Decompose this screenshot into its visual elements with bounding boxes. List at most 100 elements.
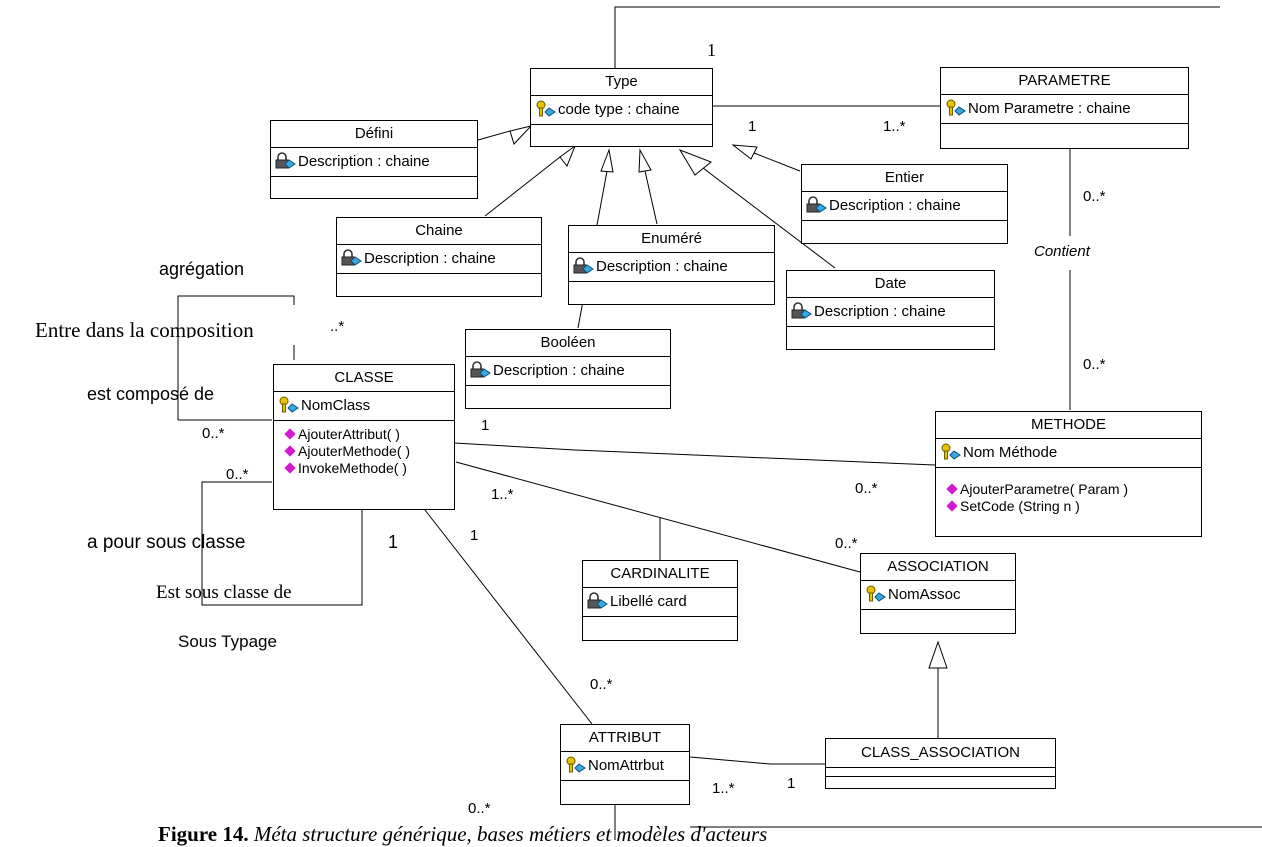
lock-icon [341, 249, 362, 266]
class-parametre-name: PARAMETRE [941, 68, 1188, 95]
lock-icon [791, 302, 812, 319]
class-cardinalite-attr: Libellé card [610, 592, 687, 610]
class-association: ASSOCIATION NomAssoc [860, 553, 1016, 634]
class-booleen-attrs: Description : chaine [466, 357, 670, 386]
class-entier-name: Entier [802, 165, 1007, 192]
label-est-sous-classe: Est sous classe de [156, 582, 292, 600]
classe-op-ajouter-attribut: AjouterAttribut( ) [298, 425, 400, 442]
class-cardinalite: CARDINALITE Libellé card [582, 560, 738, 641]
label-type-top-mult: 1 [707, 40, 716, 60]
lock-icon [573, 257, 594, 274]
label-compose-mult: 0..* [202, 425, 225, 442]
class-defini-name: Défini [271, 121, 477, 148]
class-enumere: Enuméré Description : chaine [568, 225, 775, 305]
label-sous-one: 1 [388, 532, 399, 552]
class-methode-attr: Nom Méthode [963, 443, 1058, 461]
class-classe-attr: NomClass [301, 396, 371, 414]
class-parametre-attrs: Nom Parametre : chaine [941, 95, 1188, 124]
class-date-name: Date [787, 271, 994, 298]
label-attr-ca-one: 1 [787, 775, 796, 792]
class-entier-attr: Description : chaine [829, 196, 961, 214]
label-entre-mult: ..* [330, 318, 345, 335]
methode-op-set-code: SetCode (String n ) [960, 497, 1080, 514]
gen-arrow-booleen [600, 148, 614, 173]
label-contient: Contient [1034, 243, 1090, 260]
lock-icon [275, 152, 296, 169]
lock-icon [470, 361, 491, 378]
class-association-name: ASSOCIATION [861, 554, 1015, 581]
figure-number: Figure 14. [158, 822, 249, 846]
class-chaine: Chaine Description : chaine [336, 217, 542, 297]
label-sous-mult: 0..* [226, 466, 249, 483]
key-icon [279, 396, 299, 413]
enumere-gen-line [644, 170, 658, 225]
entier-gen-line [753, 152, 801, 172]
class-booleen-name: Booléen [466, 330, 670, 357]
class-attribut: ATTRIBUT NomAttrbut [560, 724, 690, 805]
class-methode-attrs: Nom Méthode [936, 439, 1201, 468]
class-cardinalite-attrs: Libellé card [583, 588, 737, 617]
class-defini-attrs: Description : chaine [271, 148, 477, 177]
gen-arrow-defini [509, 125, 533, 145]
label-classe-attr-many: 0..* [590, 676, 613, 693]
class-date: Date Description : chaine [786, 270, 995, 350]
class-chaine-name: Chaine [337, 218, 541, 245]
chaine-gen-line [484, 156, 561, 217]
class-classe-ops: AjouterAttribut( ) AjouterMethode( ) Inv… [274, 421, 454, 476]
class-attribut-name: ATTRIBUT [561, 725, 689, 752]
method-icon [284, 444, 296, 457]
lock-icon [587, 592, 608, 609]
class-type-name: Type [531, 69, 712, 96]
methode-op-ajouter-parametre: AjouterParametre( Param ) [960, 480, 1129, 497]
agregation-loop-top [177, 295, 295, 420]
method-icon [284, 461, 296, 474]
class-type-attrs: code type : chaine [531, 96, 712, 125]
class-date-attrs: Description : chaine [787, 298, 994, 327]
label-attr-ca-many: 1..* [712, 780, 735, 797]
type-recursive-link [614, 6, 1220, 68]
class-date-attr: Description : chaine [814, 302, 946, 320]
class-classe: CLASSE NomClass AjouterAttribut( ) Ajout… [273, 364, 455, 510]
lock-icon [806, 196, 827, 213]
class-chaine-attrs: Description : chaine [337, 245, 541, 274]
class-type-attr: code type : chaine [558, 100, 680, 118]
class-methode: METHODE Nom Méthode AjouterParametre( Pa… [935, 411, 1202, 537]
class-enumere-attr: Description : chaine [596, 257, 728, 275]
class-class-association-name: CLASS_ASSOCIATION [826, 739, 1055, 768]
gen-arrow-date [678, 149, 712, 176]
class-cardinalite-name: CARDINALITE [583, 561, 737, 588]
key-icon [941, 443, 961, 460]
key-icon [566, 756, 586, 773]
figure-title: Méta structure générique, bases métiers … [253, 822, 768, 846]
classe-op-ajouter-methode: AjouterMethode( ) [298, 442, 411, 459]
class-classe-attrs: NomClass [274, 392, 454, 421]
class-association-attrs: NomAssoc [861, 581, 1015, 610]
label-agregation: agrégation [159, 259, 245, 279]
class-methode-ops: AjouterParametre( Param ) SetCode (Strin… [936, 468, 1201, 514]
figure-caption: Figure 14. Méta structure générique, bas… [158, 822, 767, 847]
label-entre-composition: Entre dans la composition [35, 318, 254, 338]
label-classe-attr-one: 1 [470, 527, 479, 544]
class-defini-attr: Description : chaine [298, 152, 430, 170]
label-param-mult: 0..* [1083, 188, 1106, 205]
label-a-pour-sous-classe: a pour sous classe [87, 532, 246, 553]
key-icon [866, 585, 886, 602]
class-type: Type code type : chaine [530, 68, 713, 147]
sous-typage-loop [201, 481, 363, 606]
key-icon [946, 99, 966, 116]
class-attribut-attr: NomAttrbut [588, 756, 664, 774]
label-assoc-mult: 0..* [835, 535, 858, 552]
class-methode-name: METHODE [936, 412, 1201, 439]
attribut-ca-link [689, 756, 825, 765]
classe-association-link [455, 461, 861, 573]
method-icon [946, 482, 958, 495]
method-icon [284, 427, 296, 440]
gen-arrow-chaine [559, 144, 577, 167]
gen-arrow-entier [731, 144, 758, 160]
class-booleen: Booléen Description : chaine [465, 329, 671, 409]
label-sous-typage: Sous Typage [178, 632, 277, 651]
label-type-param-many: 1..* [883, 118, 906, 135]
gen-arrow-enumere [638, 148, 652, 173]
class-parametre-attr: Nom Parametre : chaine [968, 99, 1131, 117]
